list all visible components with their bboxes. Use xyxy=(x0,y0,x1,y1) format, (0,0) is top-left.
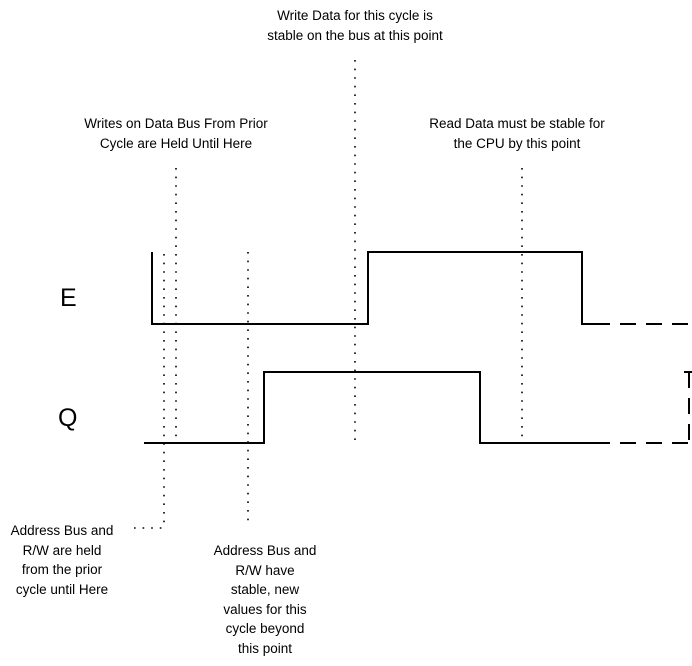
annotation-line: stable on the bus at this point xyxy=(267,27,443,43)
annotation-line: the CPU by this point xyxy=(453,135,581,151)
annotation-line: stable, new xyxy=(230,582,300,597)
e-waveform xyxy=(151,251,594,325)
signal-label-q: Q xyxy=(58,404,78,432)
annotation-address-held: Address Bus and R/W are held from the pr… xyxy=(2,521,122,599)
signal-label-e: E xyxy=(60,284,77,312)
annotation-line: cycle beyond xyxy=(225,621,305,636)
annotation-line: Read Data must be stable for xyxy=(429,116,605,131)
annotation-line: values for this xyxy=(223,601,307,617)
annotation-line: R/W have xyxy=(235,562,295,578)
annotation-line: this point xyxy=(237,640,293,656)
annotation-read-data-stable: Read Data must be stable for the CPU by … xyxy=(402,114,632,153)
annotation-line: R/W are held xyxy=(22,542,102,558)
annotation-address-stable: Address Bus and R/W have stable, new val… xyxy=(200,541,330,658)
annotation-line: Write Data for this cycle is xyxy=(277,8,433,23)
annotation-line: Address Bus and xyxy=(213,543,317,558)
annotation-write-data-stable: Write Data for this cycle is stable on t… xyxy=(230,6,480,45)
q-waveform xyxy=(144,371,594,444)
annotation-line: cycle until Here xyxy=(15,581,109,597)
annotation-line: Address Bus and xyxy=(10,523,114,538)
annotation-line: from the prior xyxy=(21,562,103,577)
annotation-line: Writes on Data Bus From Prior xyxy=(84,116,268,131)
annotation-writes-held: Writes on Data Bus From Prior Cycle are … xyxy=(56,114,296,153)
annotation-line: Cycle are Held Until Here xyxy=(99,135,253,151)
